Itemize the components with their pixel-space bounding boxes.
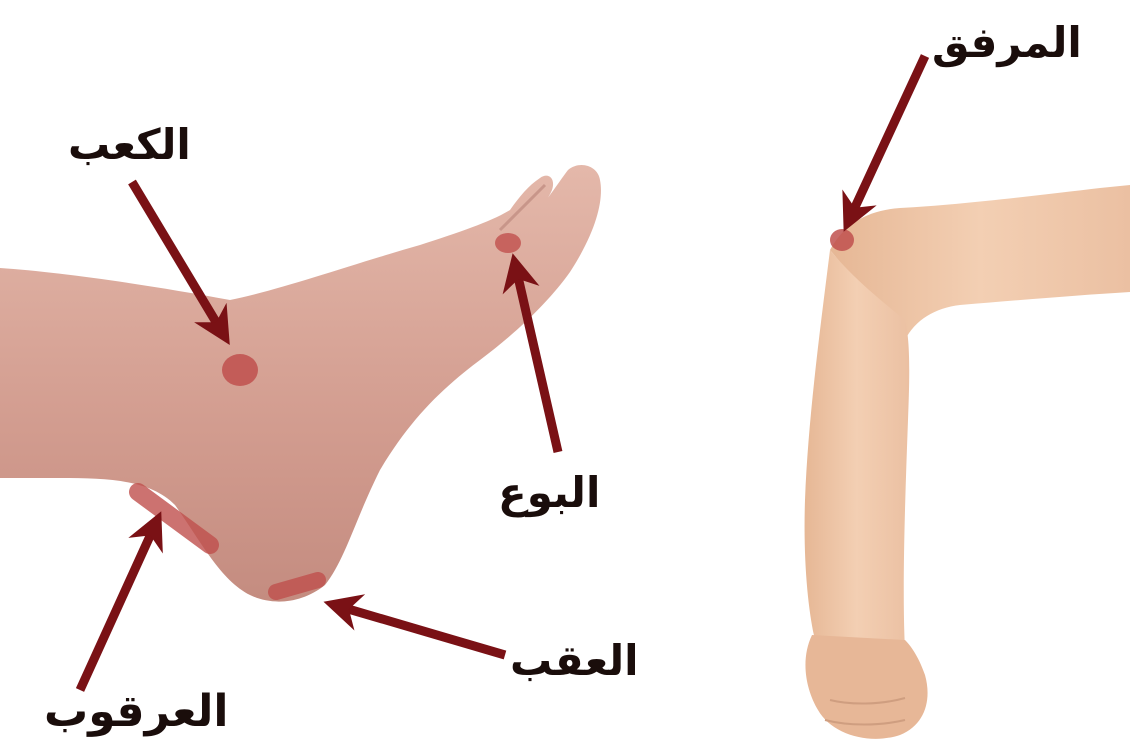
heel-arrow: [338, 606, 505, 655]
arm: [805, 185, 1130, 739]
label-elbow: المرفق: [932, 22, 1082, 64]
elbow-marker: [830, 229, 854, 251]
fist-shape: [805, 635, 927, 739]
bunion-marker: [495, 233, 521, 253]
achilles-arrow: [80, 525, 155, 690]
ankle-marker: [222, 354, 258, 386]
foot-shape: [0, 165, 601, 602]
label-achilles: العرقوب: [44, 690, 228, 734]
foot: [0, 165, 601, 602]
label-ankle: الكعب: [68, 124, 191, 166]
elbow-arrow: [850, 56, 925, 218]
label-bunion: البوع: [498, 472, 600, 514]
label-heel: العقب: [510, 640, 639, 682]
